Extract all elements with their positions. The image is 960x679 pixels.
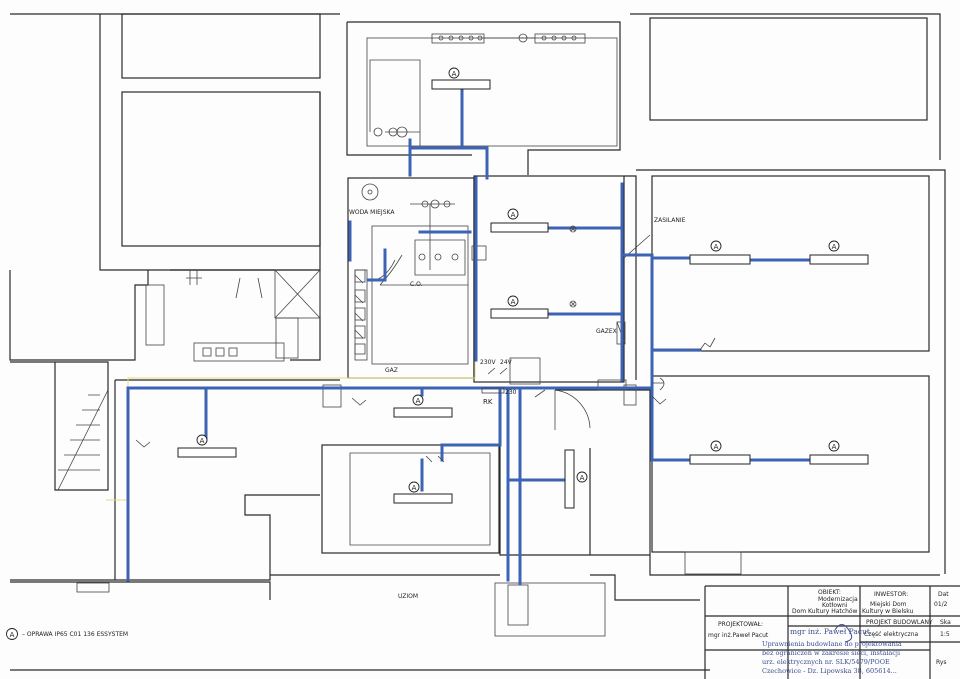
light-fixtures (177, 79, 869, 509)
tb-rys-h: Rys (936, 659, 947, 666)
tb-inwestor-1: Miejski Dom (870, 601, 907, 608)
designer-stamp: mgr inż. Paweł Pacut Uprawnienia budowla… (762, 624, 902, 675)
lamp-marker-8: A (412, 394, 424, 406)
pipe-network (186, 33, 586, 357)
lamp-marker-7: A (828, 440, 840, 452)
svg-text:A: A (416, 397, 421, 405)
tb-projektowal-v: mgr inż.Paweł Pacut (708, 632, 769, 639)
legend-symbol: A (10, 631, 15, 639)
label-gaz: GAZ (385, 367, 398, 374)
label-uziom: UZIOM (398, 593, 418, 600)
lamp-marker-3: A (507, 295, 519, 307)
stamp-line-2: Uprawnienia budowlane do projektowania (762, 640, 902, 648)
stamp-line-4: urz. elektrycznych nr. SLK/5479/POOE (762, 658, 890, 666)
tb-dat-v: 01/2 (934, 601, 948, 608)
svg-text:A: A (832, 243, 837, 251)
stamp-line-5: Czechowice - Dz. Lipowska 38, 605614... (762, 667, 897, 675)
svg-text:A: A (452, 70, 457, 78)
grounding-line (106, 270, 476, 580)
svg-text:A: A (580, 474, 585, 482)
lamp-marker-10: A (408, 481, 420, 493)
walls (9, 13, 946, 671)
switches (135, 225, 716, 463)
tb-inwestor-2: Kultury w Bielsku (862, 608, 914, 615)
tb-inwestor-h: INWESTOR: (874, 591, 908, 598)
lamp-marker-2: A (507, 208, 519, 220)
legend-text: – OPRAWA IP65 C01 136 ESSYSTEM (22, 631, 128, 638)
svg-text:A: A (832, 443, 837, 451)
lamp-marker-6: A (710, 440, 722, 452)
label-zasilanie: ZASILANIE (654, 217, 686, 224)
svg-text:A: A (511, 211, 516, 219)
legend: A – OPRAWA IP65 C01 136 ESSYSTEM (6, 582, 128, 640)
tb-obiekt-1: Modernizacja (818, 596, 858, 603)
label-230v: 230V (480, 359, 496, 366)
tb-obiekt-h: OBIEKT: (818, 589, 841, 596)
cable-routes (126, 88, 812, 586)
label-gazex: GAZEX (596, 328, 617, 335)
lamp-marker-11: A (576, 471, 588, 483)
lamp-marker-5: A (828, 240, 840, 252)
tb-obiekt-2: Kotłowni (822, 602, 848, 609)
tb-projekt-v: Część elektryczna (864, 631, 919, 638)
lamp-marker-1: A (448, 67, 460, 79)
stamp-line-1: mgr inż. Paweł Pacut (790, 627, 870, 636)
tb-obiekt-3: Dom Kultury Hatchów (792, 608, 858, 615)
title-block: OBIEKT: Modernizacja Kotłowni Dom Kultur… (704, 585, 960, 679)
drawing-labels: WODA MIEJSKA C.O. GAZ GAZEX ZASILANIE 23… (349, 209, 686, 600)
svg-text:A: A (714, 243, 719, 251)
signature (834, 624, 853, 643)
label-rk: RK (483, 398, 493, 406)
lamp-marker-9: A (196, 434, 208, 446)
svg-text:A: A (200, 437, 205, 445)
label-co: C.O. (410, 281, 423, 288)
lamp-marker-4: A (710, 240, 722, 252)
label-woda: WODA MIEJSKA (349, 209, 395, 216)
label-230: 230 (505, 389, 517, 396)
tb-skala-v: 1:5 (940, 631, 950, 638)
lamp-markers: A A A A A A A A A A A (196, 67, 840, 493)
svg-text:A: A (511, 298, 516, 306)
svg-text:A: A (714, 443, 719, 451)
tb-skala-h: Ska (940, 619, 951, 626)
tb-projektowal-h: PROJEKTOWAŁ: (718, 621, 763, 628)
svg-text:A: A (412, 484, 417, 492)
tb-dat-h: Dat (938, 591, 949, 598)
label-24v: 24V (500, 359, 513, 366)
stamp-line-3: bez ograniczeń w zakresie sieci, instala… (762, 649, 900, 657)
tb-projekt-h: PROJEKT BUDOWLANY (866, 619, 933, 626)
